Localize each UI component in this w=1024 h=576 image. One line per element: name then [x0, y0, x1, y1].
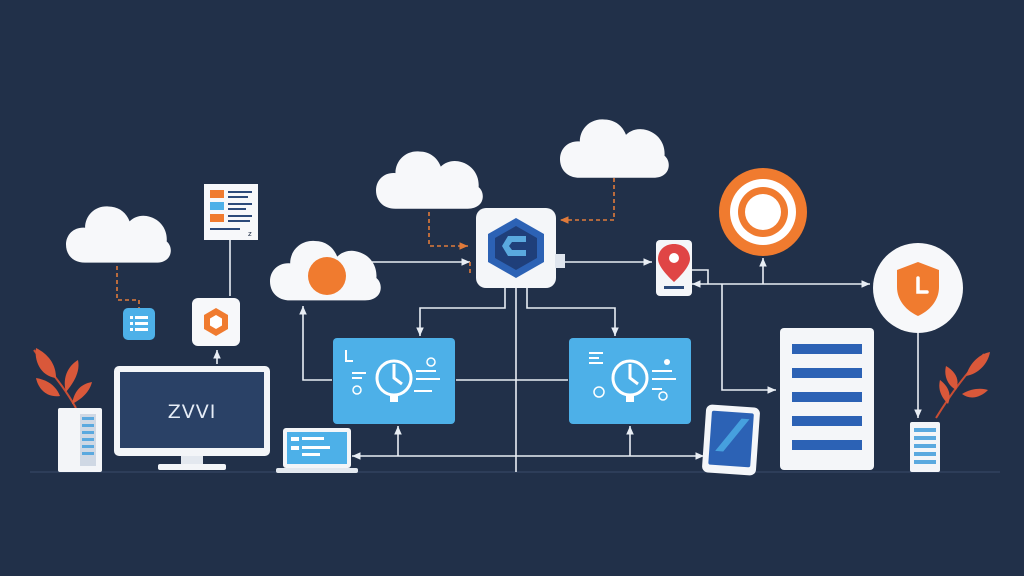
cloud-icon — [560, 119, 669, 178]
list-icon — [123, 308, 155, 340]
tablet-icon — [702, 404, 760, 476]
cloud-to-hub-dashed — [428, 212, 468, 250]
orange-cloud-icon — [270, 240, 381, 301]
location-pin-icon — [656, 240, 692, 296]
server-rack-icon — [780, 328, 874, 470]
hexagon-hub-icon — [476, 208, 565, 288]
small-server-right — [910, 422, 940, 472]
gear-ring-icon — [719, 168, 807, 256]
laptop-icon — [276, 428, 358, 473]
cloud-top-to-hub-dashed — [560, 178, 615, 224]
panel-to-cloud-line — [299, 306, 332, 381]
cloud-to-list-dashed — [116, 266, 140, 308]
cloud-icon — [376, 151, 483, 209]
monitor: ZVVI — [114, 366, 270, 470]
hexagon-tile-icon — [192, 298, 240, 346]
shield-clock-icon — [873, 243, 963, 333]
pin-to-server-line — [721, 284, 776, 394]
left-panel — [333, 338, 455, 424]
cloud-icon — [66, 206, 171, 263]
document-corner-mark: z — [248, 230, 252, 238]
monitor-label: ZVVI — [168, 401, 217, 423]
right-panel — [569, 338, 691, 424]
connector-lines — [213, 240, 922, 472]
leaf-icon — [33, 348, 92, 409]
document-icon: z — [204, 184, 258, 240]
dashed-connectors — [116, 178, 615, 308]
leaf-icon — [935, 352, 990, 419]
pin-side-line — [692, 269, 709, 284]
small-server-left — [58, 408, 102, 472]
hub-to-right-panel — [526, 288, 619, 336]
hub-to-left-panel — [416, 288, 506, 336]
